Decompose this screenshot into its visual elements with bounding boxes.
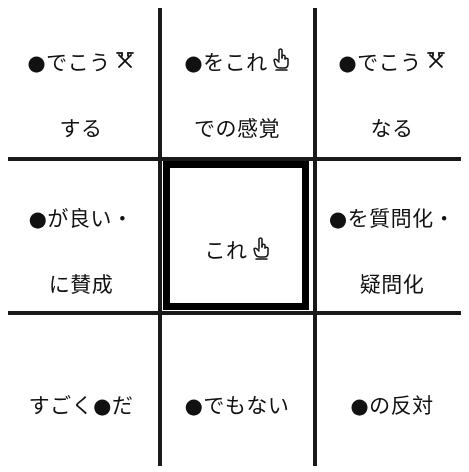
grid-cell-top-right: ●でこう なる	[315, 3, 469, 157]
cell-line-1: ●の反対	[350, 394, 434, 418]
cell-line-2: での感覚	[193, 117, 280, 142]
cell-line-2: に賛成	[48, 272, 114, 297]
cell-line-1: ●でもない	[184, 394, 290, 418]
cell-line-1: ●でこう	[27, 51, 111, 76]
pointing-hand-icon	[272, 47, 290, 81]
grid-cell-center: これ	[160, 159, 314, 313]
cell-line-2: 疑問化	[359, 272, 425, 297]
grid-cell-bottom-right: ●の反対	[315, 313, 469, 467]
cell-line-1: すごく●だ	[28, 394, 134, 418]
grid-line-vertical-left	[158, 8, 162, 466]
cell-line-1: ●を質問化・	[328, 207, 456, 232]
grid-cell-top-center: ●をこれ での感覚	[160, 3, 314, 157]
cell-line-1: ●でこう	[338, 51, 422, 76]
grid-cell-middle-left: ●が良い・ に賛成	[4, 159, 158, 313]
cell-line-1: ●をこれ	[184, 50, 268, 75]
grid-line-horizontal-bottom	[8, 311, 461, 315]
grid-line-vertical-right	[313, 8, 317, 466]
grid-line-horizontal-top	[8, 157, 461, 161]
crossed-hammer-icon	[115, 48, 135, 81]
cell-line-1: ●が良い・	[28, 207, 134, 232]
cell-line-2: なる	[370, 116, 414, 141]
cell-line-2: する	[59, 116, 103, 141]
grid-cell-middle-right: ●を質問化・ 疑問化	[315, 159, 469, 313]
pointing-hand-icon	[252, 236, 270, 270]
grid-cell-bottom-left: すごく●だ	[4, 313, 158, 467]
grid-cell-bottom-center: ●でもない	[160, 313, 314, 467]
crossed-hammer-icon	[426, 48, 446, 81]
grid-cell-top-left: ●でこう する	[4, 3, 158, 157]
cell-line-1: これ	[204, 239, 248, 264]
center-highlight-box	[163, 161, 309, 310]
